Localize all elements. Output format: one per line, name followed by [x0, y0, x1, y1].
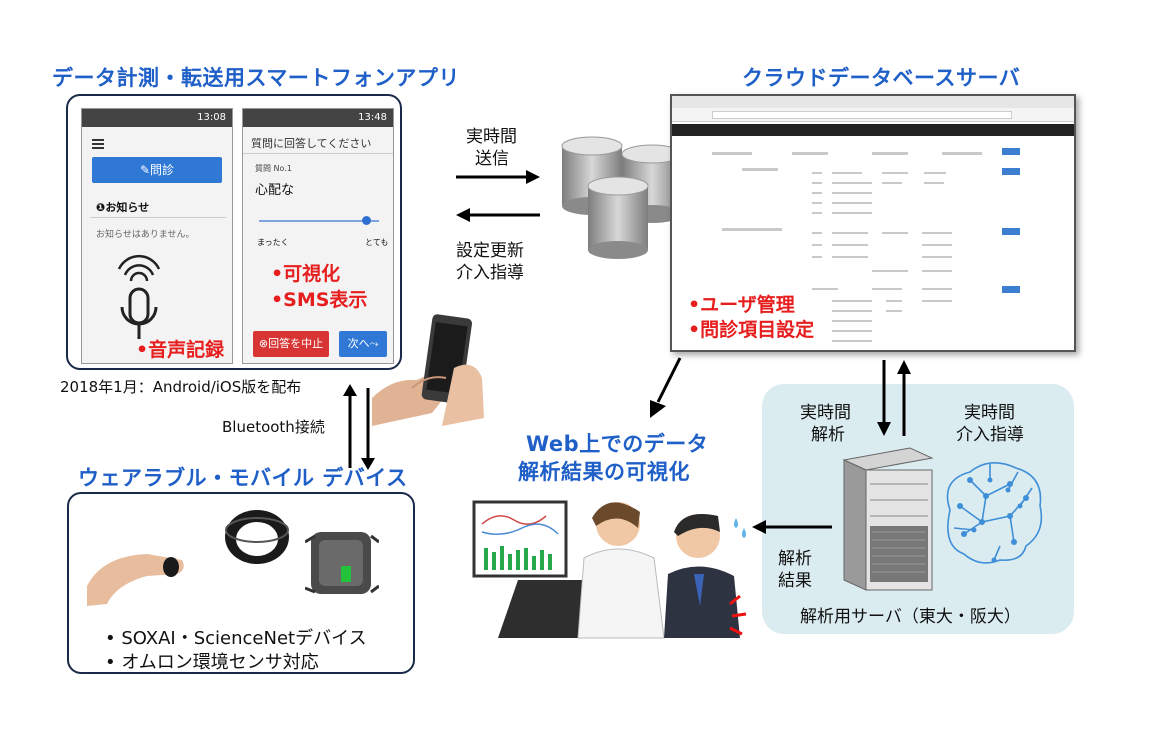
answer-slider-thumb[interactable]: [362, 216, 371, 225]
notice-body: お知らせはありません。: [96, 230, 195, 240]
feature-user-management: •ユーザ管理: [688, 294, 795, 316]
admin-nav-bar: [672, 124, 1074, 136]
update-label-line1: 設定更新: [456, 241, 524, 261]
answer-slider-track[interactable]: [259, 220, 379, 222]
question-header: 質問に回答してください: [251, 137, 372, 150]
realtime-guidance-line1: 実時間: [964, 403, 1015, 423]
next-button[interactable]: 次へ⤳: [339, 331, 387, 357]
result-label-line1: 解析: [778, 549, 812, 569]
notice-heading: ❶お知らせ: [96, 201, 150, 214]
status-bar: 13:08: [82, 109, 232, 127]
result-label-line2: 結果: [778, 571, 812, 591]
phone-screen-2: 13:48 質問に回答してください 質問 No.1 心配な まったく とても •…: [242, 108, 394, 364]
send-label-line2: 送信: [475, 149, 509, 169]
send-arrow: [456, 170, 540, 184]
interview-button[interactable]: ✎問診: [92, 157, 222, 183]
doctor-patient-illustration: [472, 500, 747, 639]
divider: [243, 153, 393, 154]
admin-table: [712, 148, 1020, 342]
smartphone-app-title: データ計測・転送用スマートフォンアプリ: [52, 66, 460, 90]
bluetooth-label: Bluetooth接続: [222, 418, 325, 436]
update-label-line2: 介入指導: [456, 263, 524, 283]
realtime-guidance-line2: 介入指導: [956, 425, 1024, 445]
cloud-to-web-arrow: [650, 357, 682, 418]
environment-sensor-image: [305, 532, 379, 594]
analysis-arrows: [877, 360, 911, 436]
database-icon: [561, 136, 683, 259]
admin-browser-screenshot: •ユーザ管理 •問診項目設定: [670, 94, 1076, 352]
analysis-server-caption: 解析用サーバ（東大・阪大）: [800, 607, 1021, 627]
divider: [90, 217, 226, 218]
status-bar: 13:48: [243, 109, 393, 127]
feature-sms-display: •SMS表示: [271, 289, 368, 311]
phone-screen-1: 13:08 ✎問診 ❶お知らせ お知らせはありません。 •音声記録: [81, 108, 233, 364]
wearable-item-2: • オムロン環境センサ対応: [105, 652, 319, 673]
status-time: 13:48: [358, 112, 387, 123]
finger-ring-image: [87, 554, 184, 606]
ai-brain-icon: [946, 462, 1043, 564]
hamburger-menu-icon[interactable]: [92, 139, 104, 149]
result-arrow: [752, 520, 832, 534]
scale-high-label: とても: [365, 238, 389, 247]
feature-voice-recording: •音声記録: [136, 339, 225, 361]
send-label-line1: 実時間: [466, 127, 517, 147]
cancel-answer-button[interactable]: ⊗回答を中止: [253, 331, 329, 357]
scale-low-label: まったく: [257, 238, 289, 247]
web-visual-title-line1: Web上でのデータ: [526, 432, 709, 456]
web-visual-title-line2: 解析結果の可視化: [518, 460, 690, 484]
release-note: 2018年1月：Android/iOS版を配布: [60, 378, 302, 396]
smartphone-app-panel: 13:08 ✎問診 ❶お知らせ お知らせはありません。 •音声記録 13:48 …: [66, 94, 402, 370]
browser-title-bar: [672, 96, 1074, 108]
update-arrow: [456, 208, 540, 222]
question-number: 質問 No.1: [255, 164, 292, 173]
smart-ring-image: [225, 510, 289, 564]
wearable-panel: • SOXAI・ScienceNetデバイス • オムロン環境センサ対応: [67, 492, 415, 674]
wearable-title: ウェアラブル・モバイル デバイス: [78, 466, 408, 490]
microphone-icon: [117, 254, 161, 339]
realtime-analysis-line2: 解析: [811, 425, 845, 445]
wearable-item-1: • SOXAI・ScienceNetデバイス: [105, 628, 367, 649]
hand-holding-phone-image: [372, 314, 484, 426]
feature-visualization: •可視化: [271, 263, 341, 285]
cloud-title: クラウドデータベースサーバ: [742, 66, 1021, 90]
feature-question-settings: •問診項目設定: [688, 319, 815, 341]
status-time: 13:08: [197, 112, 226, 123]
tower-server-icon: [842, 447, 934, 591]
realtime-analysis-line1: 実時間: [800, 403, 851, 423]
browser-address-bar: [672, 108, 1074, 122]
question-text: 心配な: [255, 183, 295, 198]
bluetooth-arrows: [343, 384, 375, 470]
